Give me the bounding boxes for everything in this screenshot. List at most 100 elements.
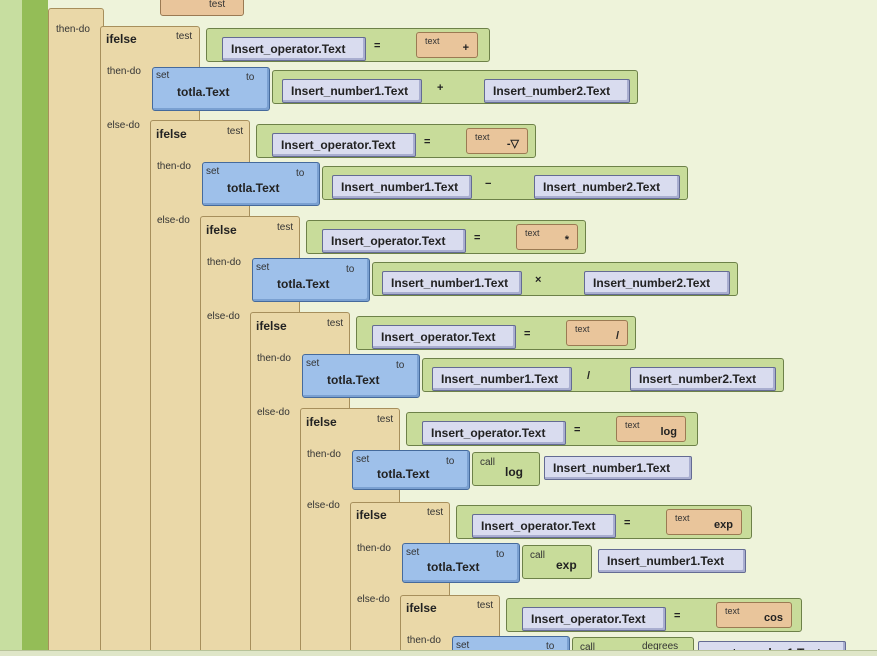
equals-sign-2: = <box>424 136 431 148</box>
number2-getter-4[interactable]: Insert_number2.Text <box>630 367 776 391</box>
to-label-4: to <box>396 360 405 371</box>
test-label-4: test <box>327 318 344 329</box>
text-block-minus[interactable]: text -▽ <box>466 128 528 154</box>
else-label-4: else-do <box>257 407 290 418</box>
number1-getter-4[interactable]: Insert_number1.Text <box>432 367 572 391</box>
number1-getter-3[interactable]: Insert_number1.Text <box>382 271 522 295</box>
ifelse-label-3: ifelse <box>206 223 237 237</box>
operator-getter-6[interactable]: Insert_operator.Text <box>472 514 616 538</box>
set-label-4: set <box>306 358 320 369</box>
equals-sign-7: = <box>674 610 681 622</box>
set-block-3[interactable] <box>252 258 370 302</box>
text-value-minus: -▽ <box>506 138 519 150</box>
set-label-2: set <box>206 166 220 177</box>
number1-getter-log[interactable]: Insert_number1.Text <box>544 456 692 480</box>
ifelse-label-1: ifelse <box>106 32 137 46</box>
to-label-7: to <box>546 641 555 652</box>
top-partial-test-label: test <box>209 0 226 10</box>
operator-getter-5[interactable]: Insert_operator.Text <box>422 421 566 445</box>
set-label-1: set <box>156 70 170 81</box>
target-label-6: totla.Text <box>427 560 480 574</box>
text-value-exp: exp <box>714 519 733 531</box>
text-value-plus: + <box>462 42 469 54</box>
number2-getter-2[interactable]: Insert_number2.Text <box>534 175 680 199</box>
text-block-plus[interactable]: text + <box>416 32 478 58</box>
number2-getter-3[interactable]: Insert_number2.Text <box>584 271 730 295</box>
text-value-cos: cos <box>764 612 783 624</box>
operator-sign-2: − <box>485 178 492 190</box>
set-block-1[interactable] <box>152 67 270 111</box>
operator-getter-1[interactable]: Insert_operator.Text <box>222 37 366 61</box>
number1-getter-2[interactable]: Insert_number1.Text <box>332 175 472 199</box>
horizontal-scrollbar[interactable] <box>0 650 877 656</box>
equals-sign-4: = <box>524 328 531 340</box>
ifelse-label-7: ifelse <box>406 601 437 615</box>
set-label-3: set <box>256 262 270 273</box>
test-label-6: test <box>427 507 444 518</box>
call-label-log: call <box>480 457 496 468</box>
number1-getter-exp[interactable]: Insert_number1.Text <box>598 549 746 573</box>
ifelse-label-5: ifelse <box>306 415 337 429</box>
text-block-exp[interactable]: text exp <box>666 509 742 535</box>
else-label-6: else-do <box>357 594 390 605</box>
else-label-5: else-do <box>307 500 340 511</box>
then-label-3: then-do <box>207 257 241 268</box>
text-block-cos[interactable]: text cos <box>716 602 792 628</box>
set-label-7: set <box>456 640 470 651</box>
to-label-2: to <box>296 168 305 179</box>
then-label-6: then-do <box>357 543 391 554</box>
target-label-3: totla.Text <box>277 277 330 291</box>
set-label-5: set <box>356 454 370 465</box>
outer-then-label: then-do <box>56 24 90 35</box>
set-block-6[interactable] <box>402 543 520 583</box>
operator-getter-2[interactable]: Insert_operator.Text <box>272 133 416 157</box>
test-label-1: test <box>176 31 193 42</box>
set-label-6: set <box>406 547 420 558</box>
text-label-1: text <box>425 36 440 46</box>
test-label-7: test <box>477 600 494 611</box>
else-label-3: else-do <box>207 311 240 322</box>
text-label-2: text <box>475 132 490 142</box>
operator-getter-3[interactable]: Insert_operator.Text <box>322 229 466 253</box>
call-label-degrees: call <box>580 642 596 653</box>
test-label-5: test <box>377 414 394 425</box>
operator-getter-4[interactable]: Insert_operator.Text <box>372 325 516 349</box>
equals-sign-6: = <box>624 517 631 529</box>
text-block-times[interactable]: text * <box>516 224 578 250</box>
call-exp-block[interactable] <box>522 545 592 579</box>
set-block-5[interactable] <box>352 450 470 490</box>
call-name-degrees: degrees <box>642 641 679 652</box>
text-block-divide[interactable]: text / <box>566 320 628 346</box>
call-name-log: log <box>505 465 523 479</box>
then-label-4: then-do <box>257 353 291 364</box>
set-block-2[interactable] <box>202 162 320 206</box>
call-name-exp: exp <box>556 558 577 572</box>
target-label-2: totla.Text <box>227 181 280 195</box>
to-label-6: to <box>496 549 505 560</box>
ifelse-label-4: ifelse <box>256 319 287 333</box>
ifelse-label-2: ifelse <box>156 127 187 141</box>
outer-control-block[interactable] <box>48 8 104 656</box>
number1-getter-1[interactable]: Insert_number1.Text <box>282 79 422 103</box>
operator-getter-7[interactable]: Insert_operator.Text <box>522 607 666 631</box>
operator-sign-1: + <box>437 82 444 94</box>
else-label-1: else-do <box>107 120 140 131</box>
top-partial-test-block[interactable]: test <box>160 0 244 16</box>
then-label-1: then-do <box>107 66 141 77</box>
number2-getter-1[interactable]: Insert_number2.Text <box>484 79 630 103</box>
operator-sign-3: × <box>535 274 542 286</box>
text-block-log[interactable]: text log <box>616 416 686 442</box>
text-label-4: text <box>575 324 590 334</box>
equals-sign-1: = <box>374 40 381 52</box>
test-label-3: test <box>277 222 294 233</box>
then-label-2: then-do <box>157 161 191 172</box>
call-log-block[interactable] <box>472 452 540 486</box>
left-rail <box>0 0 22 656</box>
to-label-5: to <box>446 456 455 467</box>
text-label-5: text <box>625 420 640 430</box>
to-label-1: to <box>246 72 255 83</box>
target-label-5: totla.Text <box>377 467 430 481</box>
operator-sign-4: / <box>587 370 591 382</box>
set-block-4[interactable] <box>302 354 420 398</box>
